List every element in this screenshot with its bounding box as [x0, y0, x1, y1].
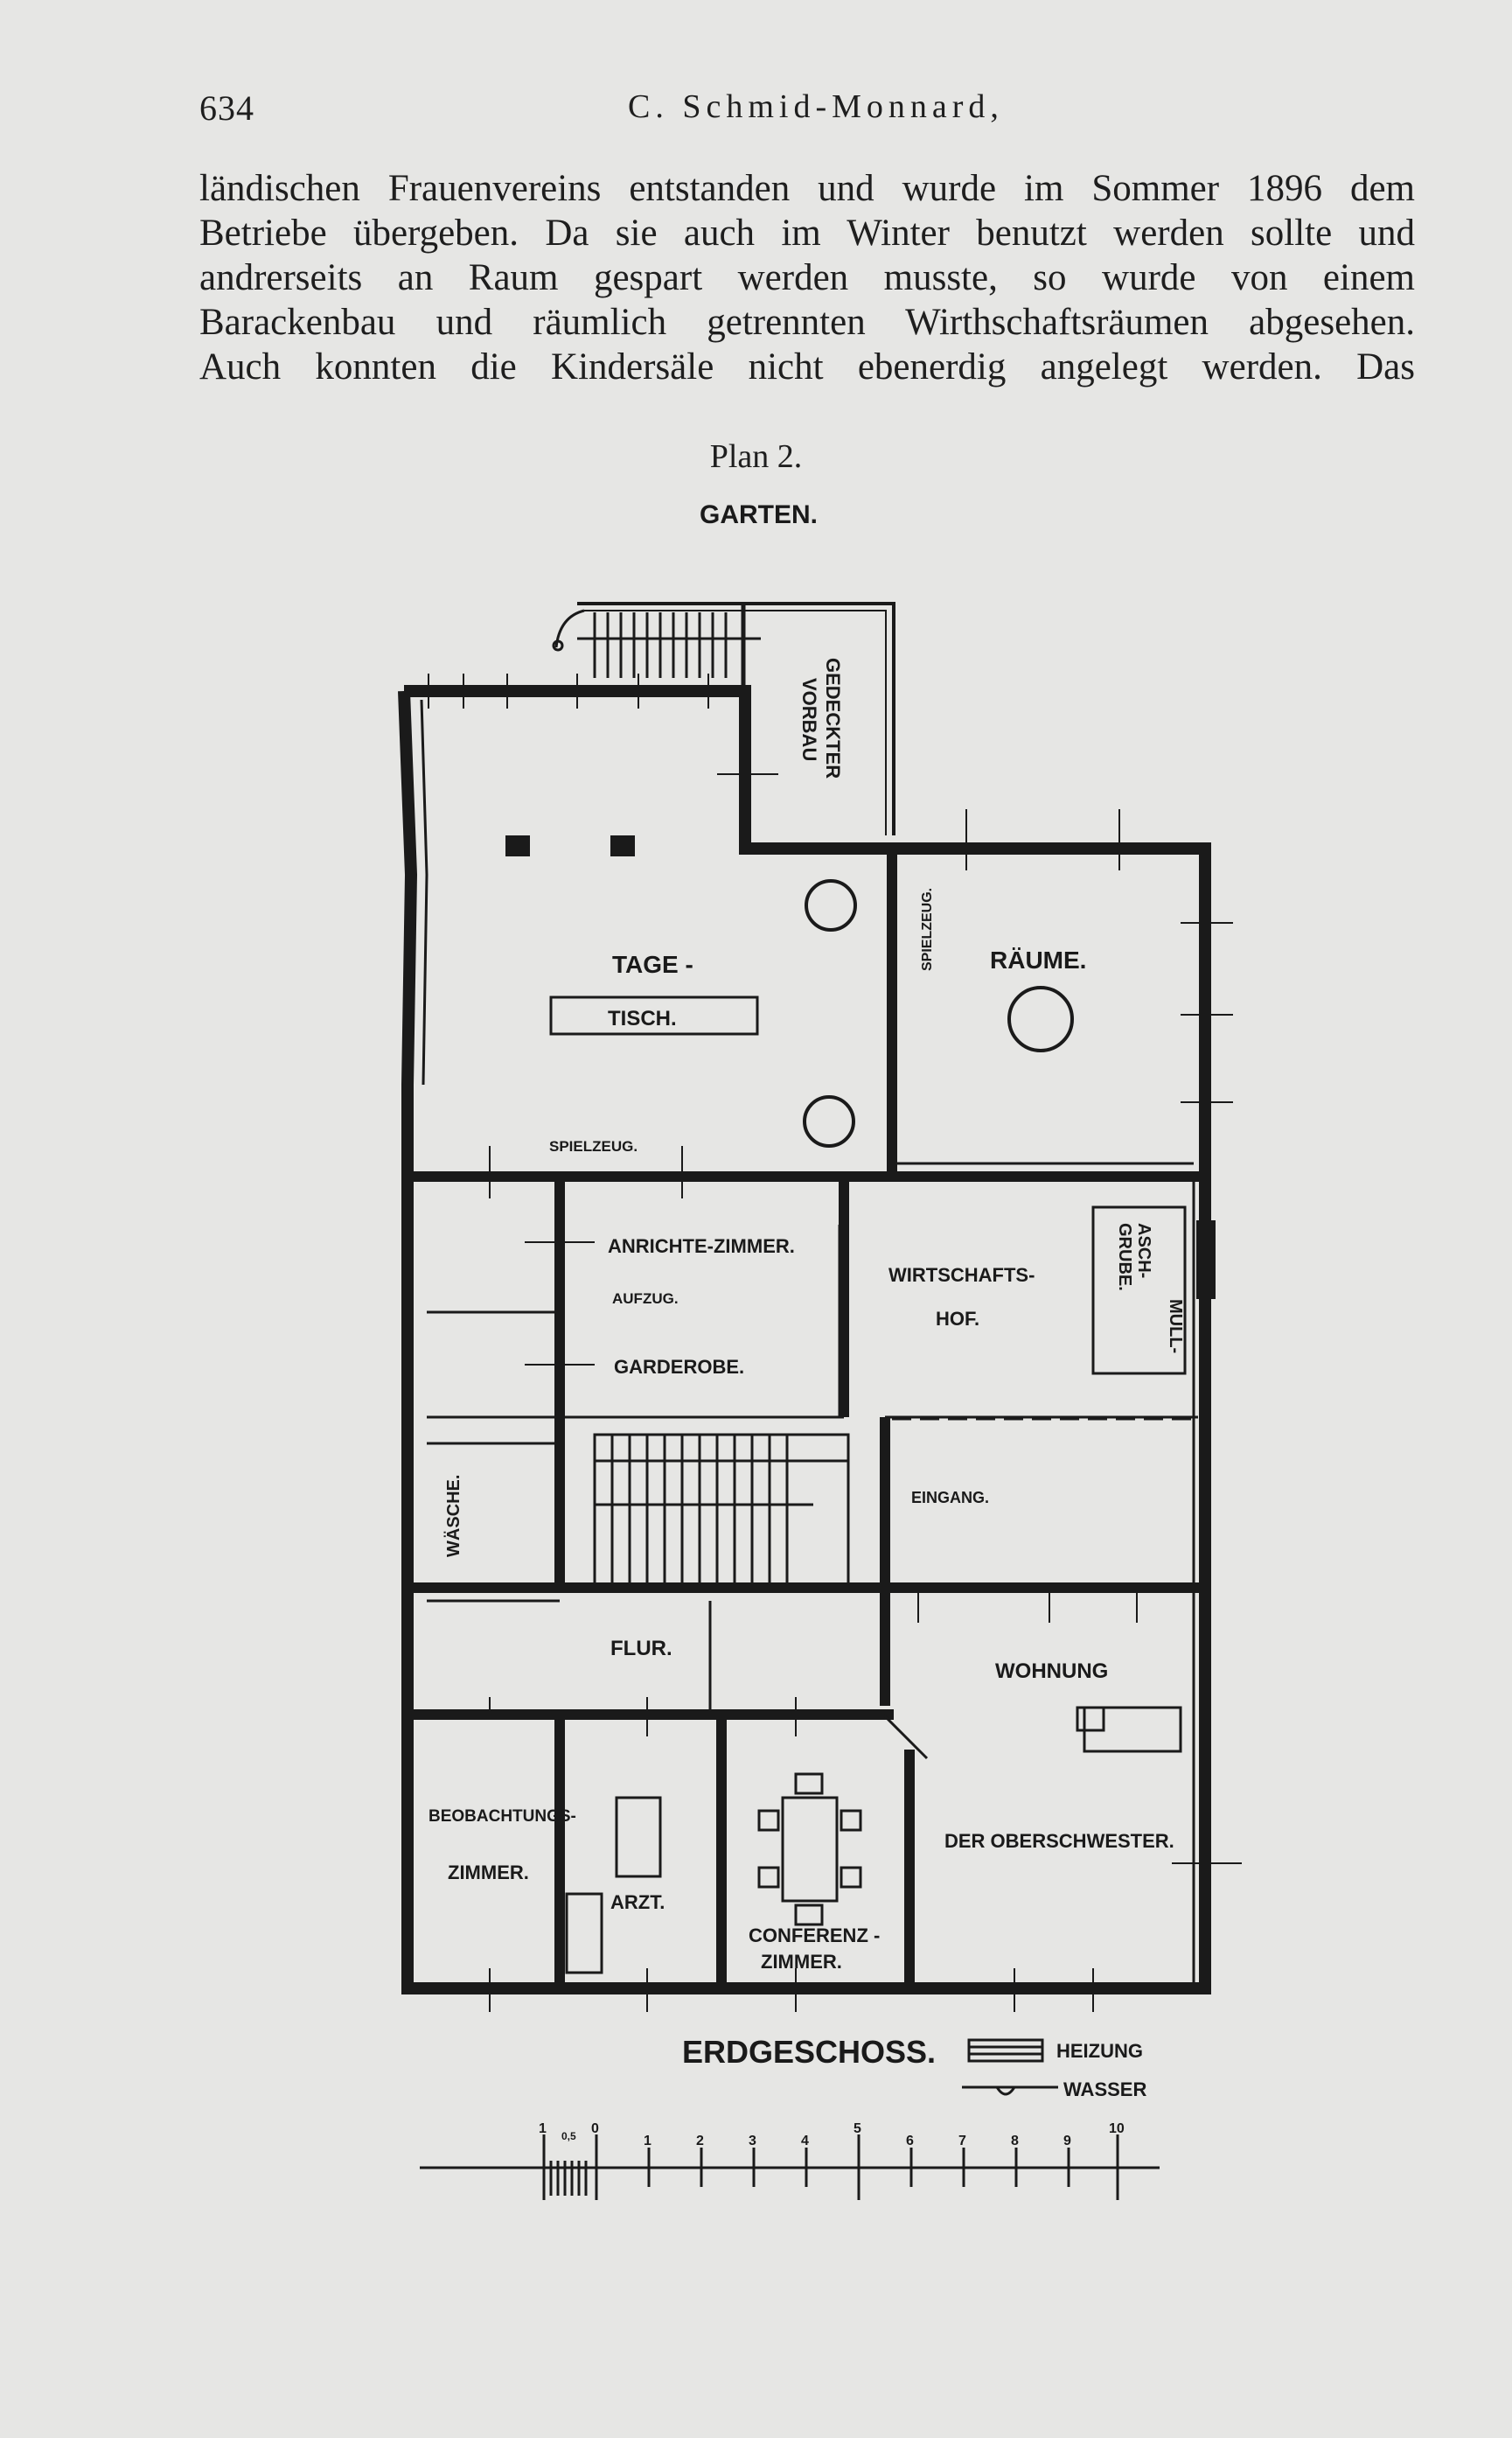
scale-label: 4 [801, 2134, 809, 2148]
label-vorbau: VORBAU [798, 678, 820, 761]
running-head: C. Schmid-Monnard, [628, 88, 1004, 125]
scale-label: 0 [591, 2121, 599, 2136]
figure-caption: Plan 2. [709, 438, 803, 475]
label-grube: GRUBE. [1115, 1223, 1134, 1291]
scale-label: 3 [749, 2134, 756, 2148]
porch-steps [577, 612, 761, 678]
water-legend-icon [962, 2085, 1058, 2096]
label-conferenz-zimmer: ZIMMER. [761, 1951, 842, 1973]
scale-label: 9 [1063, 2134, 1071, 2148]
scale-bar [420, 2134, 1160, 2200]
thin-walls [427, 1162, 1198, 1988]
stoves [803, 879, 1074, 1148]
body-line: Auch konnten die Kindersäle nicht ebener… [199, 346, 1415, 388]
page-number: 634 [199, 88, 254, 128]
label-aufzug: AUFZUG. [612, 1290, 679, 1307]
scale-label: 0,5 [561, 2130, 576, 2142]
label-spielzeug-vertical: SPIELZEUG. [920, 888, 935, 971]
scale-label: 8 [1011, 2134, 1019, 2148]
main-staircase [593, 1433, 850, 1589]
garden-label: GARTEN. [700, 500, 818, 529]
label-beobachtungs: BEOBACHTUNGS- [429, 1807, 576, 1826]
legend-wasser: WASSER [1063, 2078, 1146, 2100]
label-tisch: TISCH. [608, 1007, 677, 1030]
label-wirtschafts: WIRTSCHAFTS- [888, 1264, 1035, 1286]
label-gedeckter: GEDECKTER [822, 658, 844, 779]
label-arzt: ARZT. [610, 1891, 665, 1913]
pillars [505, 835, 1216, 1299]
scale-label: 1 [644, 2134, 651, 2148]
label-spielzeug: SPIELZEUG. [549, 1138, 638, 1155]
label-wohnung: WOHNUNG [995, 1659, 1108, 1683]
label-raeume: RÄUME. [990, 947, 1086, 974]
label-garderobe: GARDEROBE. [614, 1356, 744, 1378]
body-line: Barackenbau und räumlich getrennten Wirt… [199, 302, 1415, 343]
scale-label: 1 [539, 2121, 547, 2136]
label-zimmer: ZIMMER. [448, 1862, 529, 1883]
scale-label: 7 [958, 2134, 966, 2148]
label-asch: ASCH- [1134, 1223, 1153, 1278]
label-eingang: EINGANG. [911, 1489, 989, 1506]
label-hof: HOF. [936, 1308, 979, 1330]
scale-label: 6 [906, 2134, 914, 2148]
windows [428, 674, 1242, 2012]
scale-label: 2 [696, 2134, 704, 2148]
label-muell: MÜLL- [1166, 1299, 1186, 1353]
scale-label: 10 [1109, 2121, 1125, 2136]
scale-label: 5 [854, 2121, 861, 2136]
label-waesche: WÄSCHE. [443, 1475, 463, 1557]
heating-legend-icon [967, 2038, 1044, 2063]
label-flur: FLUR. [610, 1637, 672, 1660]
scale-labels: 1 0,5 0 1 2 3 4 5 6 7 8 9 10 [539, 2121, 1125, 2148]
body-line: andrerseits an Raum gespart werden musst… [199, 257, 1415, 298]
label-anrichte: ANRICHTE-ZIMMER. [608, 1235, 795, 1257]
body-paragraph: ländischen Frauenvereins entstanden und … [199, 166, 1415, 389]
floor-title: ERDGESCHOSS. [682, 2034, 936, 2070]
label-oberschwester: DER OBERSCHWESTER. [944, 1830, 1174, 1852]
label-conferenz: CONFERENZ - [749, 1925, 880, 1946]
conference-table [565, 1205, 1187, 1974]
body-line: ländischen Frauenvereins entstanden und … [199, 168, 1415, 209]
covered-porch [552, 602, 895, 835]
interior-walls [411, 691, 1205, 1988]
legend-heizung: HEIZUNG [1056, 2040, 1143, 2062]
day-table [549, 995, 759, 1036]
body-line: Betriebe übergeben. Da sie auch im Winte… [199, 213, 1415, 254]
label-tage: TAGE - [612, 951, 693, 978]
